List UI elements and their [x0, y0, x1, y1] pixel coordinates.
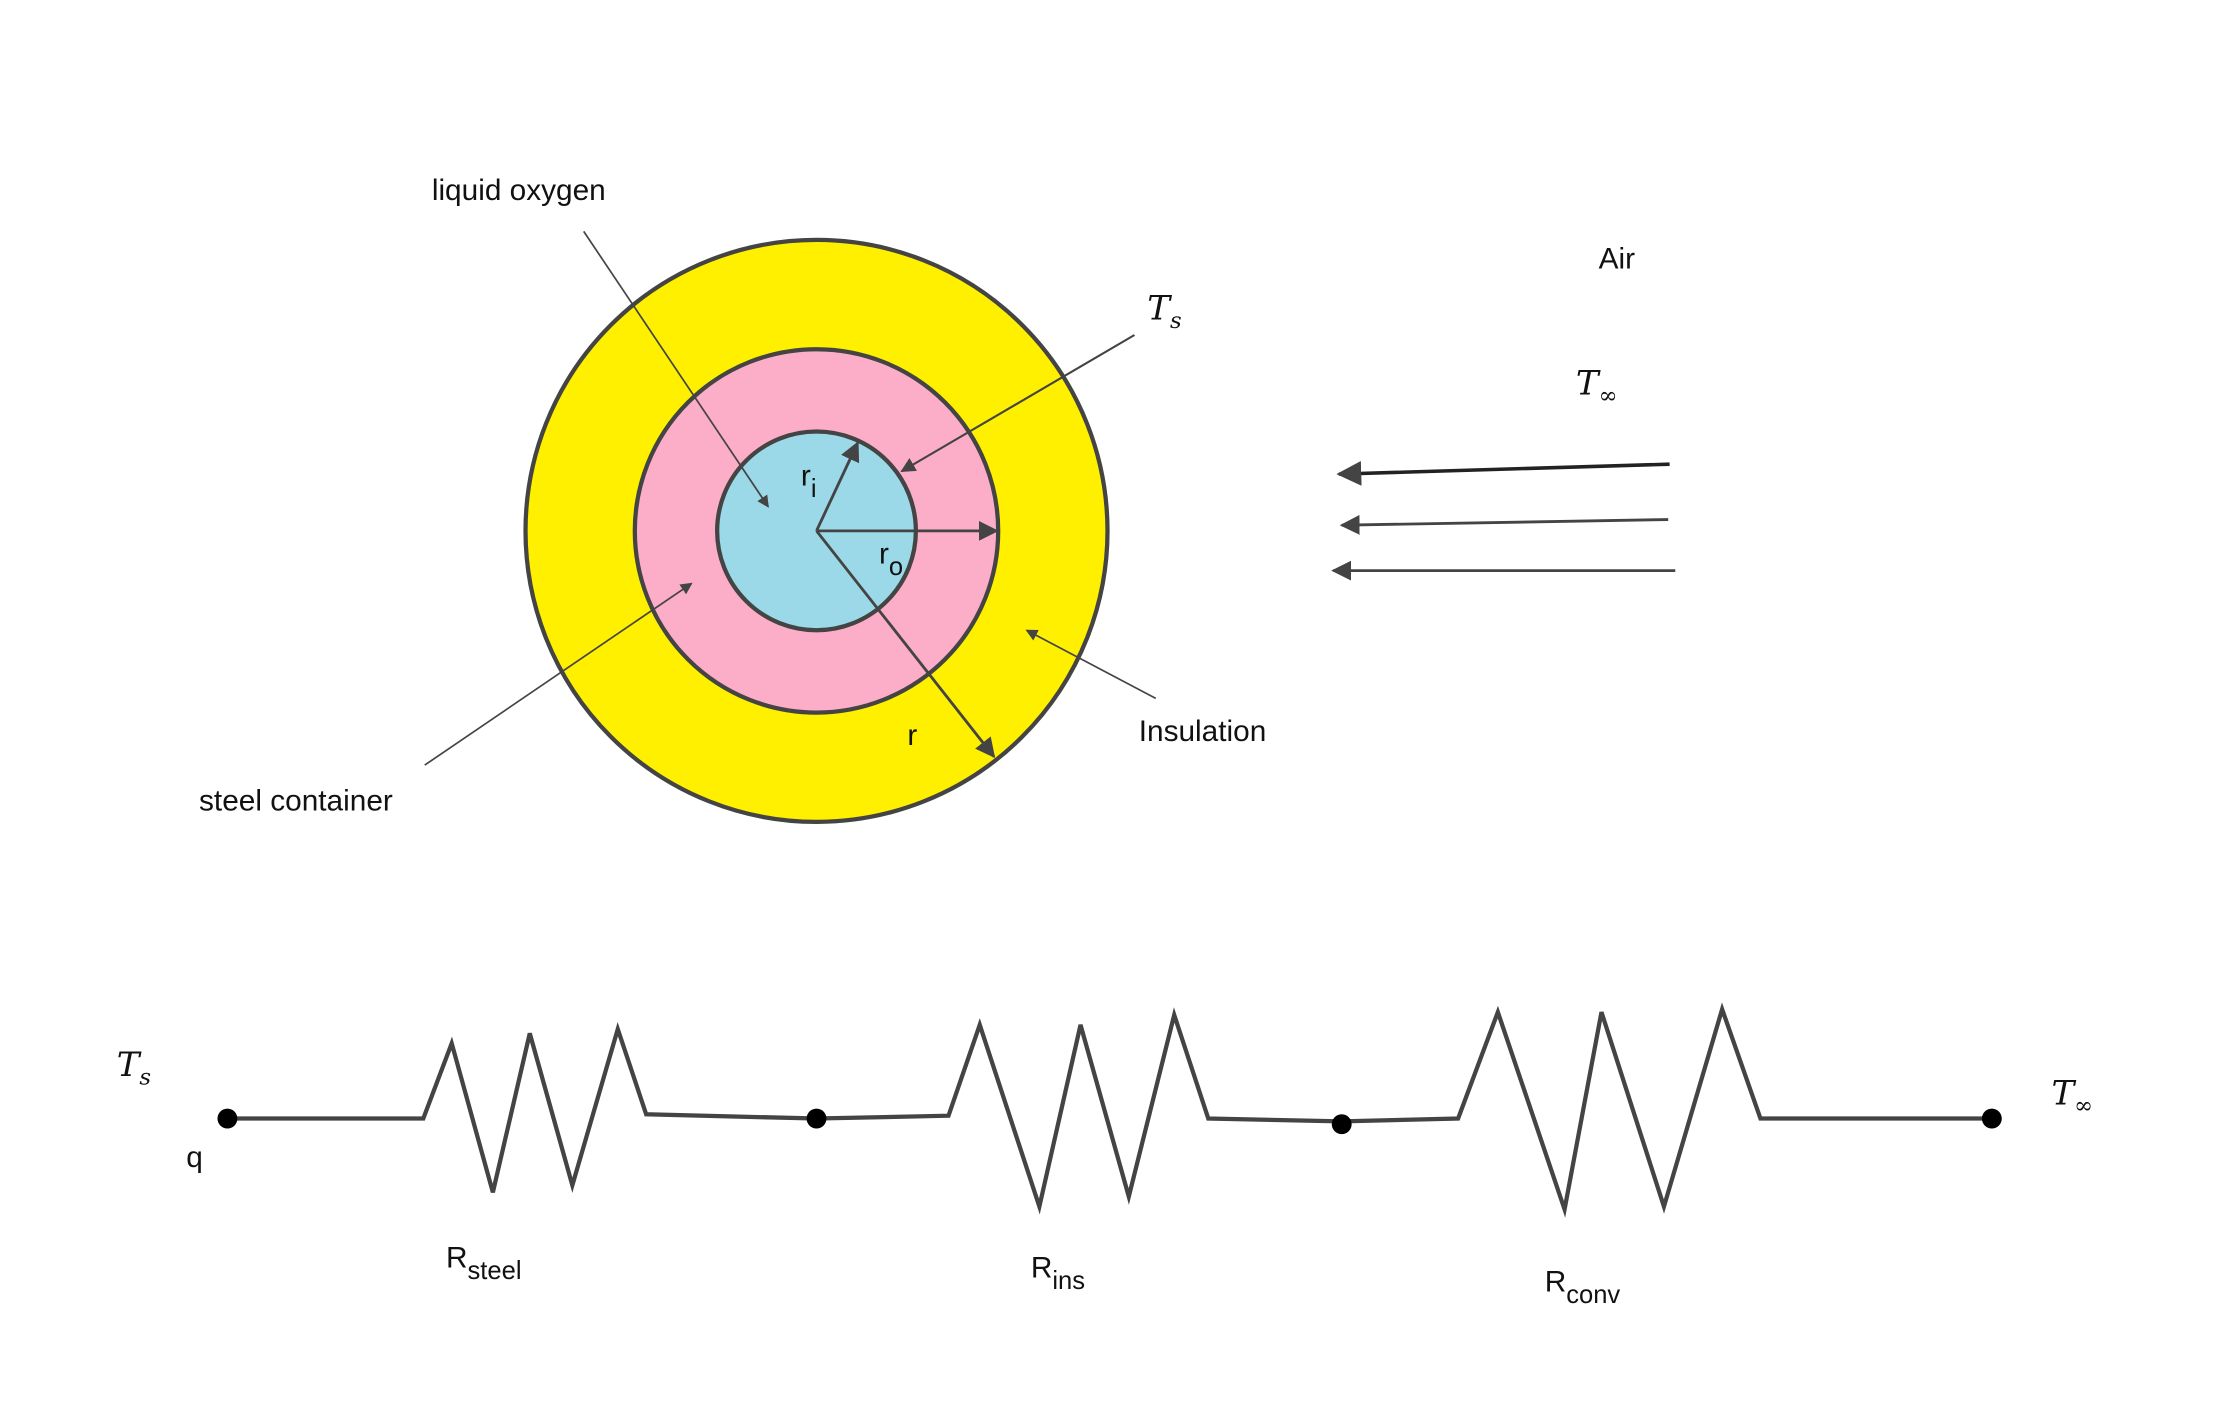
- t-infinity-label: T∞: [1576, 364, 1618, 410]
- liquid-oxygen-label: liquid oxygen: [432, 174, 606, 207]
- air-flow-arrow: [1336, 461, 1670, 486]
- steel-container-label: steel container: [199, 785, 393, 818]
- ts-leader: [900, 334, 1136, 473]
- ts-label: Ts: [1147, 288, 1181, 334]
- insulation-leader: [1025, 629, 1157, 700]
- air-flow-arrow: [1339, 514, 1669, 535]
- r-arrow: [815, 530, 996, 759]
- ri-label: ri: [801, 459, 817, 502]
- circuit-ts-label: Ts: [117, 1045, 151, 1091]
- node-1: [806, 1108, 827, 1129]
- insulation-label: Insulation: [1139, 715, 1267, 748]
- air-label: Air: [1599, 242, 1635, 275]
- steel-container-leader: [424, 582, 693, 766]
- node-t-infinity: [1981, 1108, 2002, 1129]
- ro-label: ro: [879, 538, 903, 581]
- r-label: r: [907, 719, 917, 752]
- r-steel-label: Rsteel: [446, 1242, 522, 1285]
- r-ins-label: Rins: [1031, 1252, 1085, 1295]
- circuit-t-infinity-label: T∞: [2051, 1073, 2093, 1119]
- r-conv-label: Rconv: [1545, 1266, 1621, 1309]
- circuit-wire: [227, 1002, 1992, 1218]
- liquid-oxygen-leader: [583, 230, 769, 508]
- heat-flow-label: q: [186, 1141, 203, 1174]
- node-ts: [217, 1108, 238, 1129]
- node-2: [1331, 1114, 1352, 1135]
- ri-arrow: [815, 441, 860, 532]
